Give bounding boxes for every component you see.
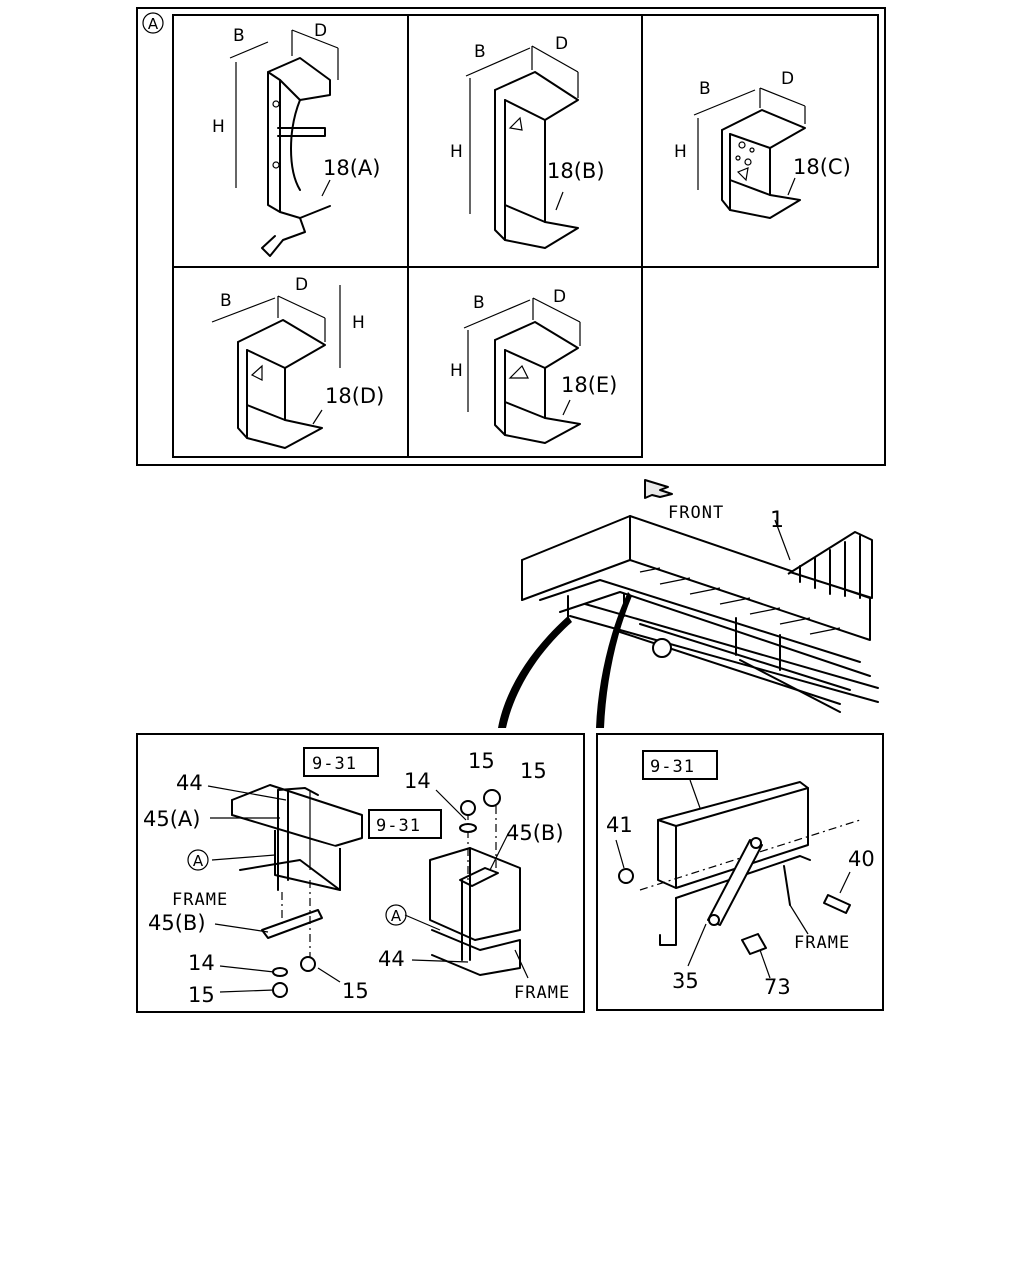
bracket-18a-label: 18(A) [323,156,380,180]
bracket-18c-dim-h: H [674,142,687,162]
ref-box-9-31-stay-text: 9-31 [650,757,695,777]
callout-45b-left: 45(B) [148,911,206,935]
callout-15-top-right: 15 [520,759,547,783]
callout-73: 73 [764,975,791,999]
left-detail-frame [136,733,585,1013]
bracket-18d-dim-b: B [220,291,232,311]
bracket-18c-drawing [693,87,806,219]
left-detail-section: 9-31 9-31 A A 44 45(A) FRAME 45(B) 14 15… [136,733,585,1013]
bracket-18c-dim-b: B [699,79,711,99]
callout-44-right: 44 [378,947,405,971]
view-a-bottom-row [172,266,643,458]
view-a-outer-frame [136,7,886,466]
view-a-marker: A [148,15,159,33]
callout-41: 41 [606,813,633,837]
bracket-18a-dim-b: B [233,26,245,46]
callout-45b-right: 45(B) [506,821,564,845]
ref-box-9-31-stay [642,750,718,780]
truck-body-overview: FRONT 1 [498,479,879,728]
bracket-18e-dim-h: H [450,361,463,381]
callout-1: 1 [770,508,784,533]
frame-label-stay: FRAME [794,933,850,953]
bracket-18d-label: 18(D) [325,384,384,408]
callout-40: 40 [848,847,875,871]
callout-44-top: 44 [176,771,203,795]
callout-14-left: 14 [188,951,215,975]
ref-box-9-31-left-text: 9-31 [312,754,357,774]
bracket-18b-label: 18(B) [547,159,605,183]
ref-box-9-31-right-text: 9-31 [376,816,421,836]
bracket-18e-drawing [463,297,581,444]
frame-label-left: FRAME [172,890,228,910]
view-a-marker-circle [142,12,164,34]
frame-label-right: FRAME [514,983,570,1003]
bracket-18d-dim-h: H [352,313,365,333]
bracket-18c-dim-d: D [781,69,794,89]
bracket-18e-dim-d: D [553,287,566,307]
marker-a-right: A [391,907,402,925]
callout-15-top: 15 [468,749,495,773]
right-detail-section: 9-31 41 40 FRAME 35 73 [596,733,884,1011]
callout-35: 35 [672,969,699,993]
view-a-top-row [172,14,879,268]
callout-15-left-bottom: 15 [188,983,215,1007]
ref-box-9-31-left [303,747,379,777]
bracket-18e-dim-b: B [473,293,485,313]
bracket-18a-dim-d: D [314,21,327,41]
marker-a-left: A [193,852,204,870]
view-a-section: A B D H 18(A) [136,7,886,466]
bracket-18a-drawing [229,29,339,257]
callout-45a: 45(A) [143,807,200,831]
bracket-18b-dim-b: B [474,42,486,62]
bracket-18d-drawing [211,285,341,449]
callout-14-right: 14 [404,769,431,793]
bracket-18d-dim-d: D [295,275,308,295]
bracket-18a-dim-h: H [212,117,225,137]
front-label: FRONT [668,503,724,523]
bracket-18c-label: 18(C) [793,155,851,179]
bracket-18b-drawing [465,45,579,249]
bracket-18b-dim-d: D [555,34,568,54]
callout-15-left-nut: 15 [342,979,369,1003]
bracket-18e-label: 18(E) [561,373,617,397]
right-detail-frame [596,733,884,1011]
ref-box-9-31-right [368,809,442,839]
bracket-18b-dim-h: H [450,142,463,162]
front-arrow-icon [644,479,673,499]
